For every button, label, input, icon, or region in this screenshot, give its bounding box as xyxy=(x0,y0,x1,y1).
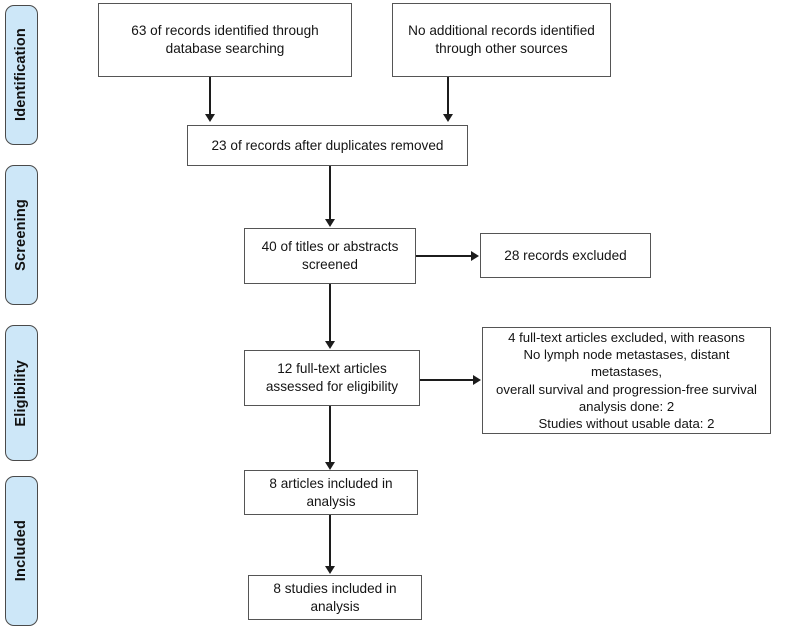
stage-label-eligibility: Eligibility xyxy=(13,359,30,427)
node-fulltext-excluded-text: 4 full-text articles excluded, with reas… xyxy=(496,330,757,431)
connector-screened-to-fulltext xyxy=(329,284,331,341)
node-articles-included-text: 8 articles included in analysis xyxy=(269,475,393,509)
stage-pill-eligibility: Eligibility xyxy=(5,325,38,461)
arrowhead-screened-to-fulltext xyxy=(325,341,335,349)
stage-pill-identification: Identification xyxy=(5,5,38,145)
node-records-excluded: 28 records excluded xyxy=(480,233,651,278)
node-screened-text: 40 of titles or abstracts screened xyxy=(261,239,399,272)
connector-screened-to-excluded xyxy=(416,255,472,257)
node-database-search-text: 63 of records identified through databas… xyxy=(131,23,319,56)
node-fulltext-assessed: 12 full-text articles assessed for eligi… xyxy=(244,350,420,406)
node-fulltext-assessed-text: 12 full-text articles assessed for eligi… xyxy=(265,361,399,394)
connector-fulltext-to-articles-included xyxy=(329,406,331,463)
arrowhead-articles-to-studies xyxy=(325,566,335,574)
node-after-duplicates: 23 of records after duplicates removed xyxy=(187,125,468,166)
connector-database-to-duplicates xyxy=(209,77,211,115)
arrowhead-screened-to-excluded xyxy=(471,251,479,261)
node-studies-included-text: 8 studies included in analysis xyxy=(273,580,397,614)
stage-pill-screening: Screening xyxy=(5,165,38,305)
arrowhead-other-sources-to-duplicates xyxy=(443,114,453,122)
connector-articles-to-studies xyxy=(329,515,331,567)
node-after-duplicates-text: 23 of records after duplicates removed xyxy=(211,137,444,153)
node-screened: 40 of titles or abstracts screened xyxy=(244,228,416,284)
node-fulltext-excluded: 4 full-text articles excluded, with reas… xyxy=(482,327,771,434)
arrowhead-database-to-duplicates xyxy=(205,114,215,122)
stage-label-included: Included xyxy=(13,520,30,582)
node-other-sources-text: No additional records identified through… xyxy=(408,23,595,56)
stage-pill-included: Included xyxy=(5,476,38,626)
connector-duplicates-to-screened xyxy=(329,166,331,220)
stage-label-screening: Screening xyxy=(13,199,30,271)
connector-other-sources-to-duplicates xyxy=(447,77,449,115)
arrowhead-duplicates-to-screened xyxy=(325,219,335,227)
connector-fulltext-to-excluded xyxy=(420,379,474,381)
node-records-excluded-text: 28 records excluded xyxy=(504,247,627,263)
node-studies-included: 8 studies included in analysis xyxy=(248,575,422,620)
node-other-sources: No additional records identified through… xyxy=(392,3,611,77)
node-articles-included: 8 articles included in analysis xyxy=(244,470,418,515)
arrowhead-fulltext-to-excluded xyxy=(473,375,481,385)
node-database-search: 63 of records identified through databas… xyxy=(98,3,352,77)
stage-label-identification: Identification xyxy=(13,28,30,122)
arrowhead-fulltext-to-articles-included xyxy=(325,462,335,470)
